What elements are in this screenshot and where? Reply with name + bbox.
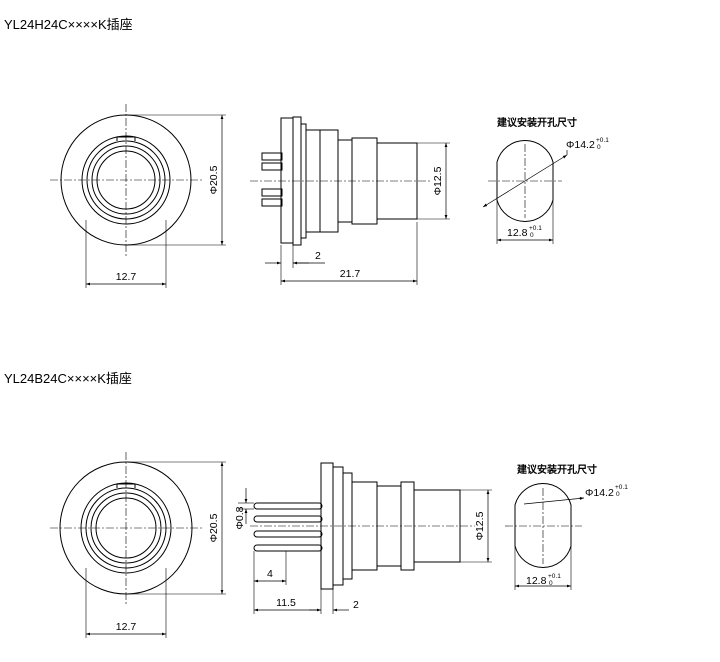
drawing2-side-pin-len-label: 4 — [267, 568, 273, 580]
drawing1-cutout-flat-tol-lower: 0 — [530, 232, 534, 239]
drawing1-side-dia-label: Φ12.5 — [432, 166, 444, 195]
drawing2-front-diameter-label: Φ20.5 — [208, 513, 220, 542]
drawing2-cutout-flat-tol-lower: 0 — [549, 580, 553, 587]
drawing1-cutout — [482, 140, 568, 244]
drawing1-side-length-label: 21.7 — [340, 268, 361, 280]
drawing2-cutout-flat: 12.8 — [526, 575, 547, 587]
drawing2-side-pin-dia-label: Φ0.8 — [234, 506, 246, 529]
drawing2-cutout-dia-tol-lower: 0 — [616, 491, 620, 498]
drawing1-cutout-dia-tol-lower: 0 — [597, 144, 601, 151]
drawing2-side-pin-total-label: 11.5 — [276, 597, 296, 609]
drawing1-side-view — [250, 116, 450, 285]
drawing1-front-width-label: 12.7 — [116, 271, 137, 283]
drawing2-side-view — [238, 462, 492, 614]
drawing1-cutout-dia-tol-upper: +0.1 — [596, 137, 609, 144]
drawing2-side-flange-label: 2 — [353, 599, 359, 611]
drawing2-cutout-dia-tol-upper: +0.1 — [615, 484, 628, 491]
drawing2-title: YL24B24C××××K插座 — [4, 371, 132, 386]
drawing2-front-view — [50, 452, 226, 638]
drawing1-cutout-flat: 12.8 — [507, 227, 528, 239]
drawing1-front-diameter-label: Φ20.5 — [208, 165, 220, 194]
drawing1-cutout-label: 建议安装开孔尺寸 — [496, 116, 577, 129]
drawing2-cutout-flat-tol-upper: +0.1 — [548, 573, 561, 580]
drawing1-cutout-dia: Φ14.2 — [566, 139, 595, 151]
drawing1-cutout-flat-tol-upper: +0.1 — [529, 225, 542, 232]
drawing1-side-flange-label: 2 — [315, 250, 321, 262]
drawing2-cutout — [505, 483, 585, 590]
drawing1-title: YL24H24C××××K插座 — [4, 17, 133, 32]
drawing2-cutout-label: 建议安装开孔尺寸 — [516, 463, 597, 476]
drawing2-front-width-label: 12.7 — [116, 621, 137, 633]
drawing2-side-dia-label: Φ12.5 — [474, 511, 486, 540]
drawing2-cutout-dia: Φ14.2 — [585, 487, 614, 499]
drawing1-front-view — [50, 104, 226, 288]
